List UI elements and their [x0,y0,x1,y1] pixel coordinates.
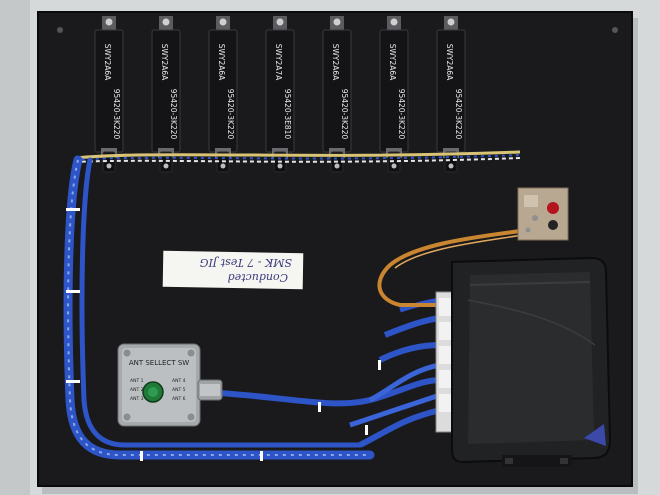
selector-label-right-1: ANT 4 [172,378,186,384]
module-part-number: SWY2A6A [217,44,226,81]
note-line-1: Conducted [228,271,288,284]
clip-screw [277,163,283,169]
module-part-number: SWY2A6A [160,44,169,81]
module-model-number: 95420-3K220 [169,89,178,140]
harness-left-bundle-2 [79,157,363,448]
module-model-number: 95420-3K220 [226,89,235,140]
selector-label-right-2: ANT 5 [172,387,186,393]
note-line-2: SMK - 7 Test JIG [199,256,292,269]
module-screw [276,18,284,26]
clip-screw [391,163,397,169]
orange-wire [377,226,541,307]
board-border [37,11,633,487]
selector-title: ANT SELLECT SW [129,359,189,367]
board-screw [612,27,618,33]
harness-left-bundle [63,155,375,460]
selector-label-left-3: ANT 3 [130,396,144,402]
selector-label-left-2: ANT 2 [130,387,144,393]
selector-label-left-1: ANT 1 [130,378,144,384]
control-unit [451,256,612,467]
unit-bracket [502,455,572,467]
harness-clip [159,151,173,173]
harness-top-white [74,157,521,163]
module-model-number: 95420-3E810 [283,89,292,140]
module-part-number: SWY2A7A [274,44,283,81]
clip-screw [220,163,226,169]
cable-ties [66,208,381,461]
antenna-selector-box: ANT SELLECT SW ANT 1 ANT 2 ANT 3 ANT 4 A… [117,343,223,427]
antenna-modules: SWY2A6A95420-3K220SWY2A6A95420-3K220SWY2… [94,16,466,173]
clip-screw [106,163,112,169]
red-terminal-knob [547,202,559,214]
clip-screw [334,163,340,169]
harness-top-yellow [74,150,521,160]
module-part-number: SWY2A6A [445,44,454,81]
selector-label-right-3: ANT 6 [172,396,186,402]
module-screw [162,18,170,26]
module-model-number: 95420-3K220 [454,89,463,140]
clip-screw [448,163,454,169]
module-part-number: SWY2A6A [331,44,340,81]
module-screw [219,18,227,26]
module-part-number: SWY2A6A [103,44,112,81]
module-screw [390,18,398,26]
module-model-number: 95420-3K220 [340,89,349,140]
power-terminal [517,187,569,241]
module-model-number: 95420-3K220 [112,89,121,140]
unit-blue-label [584,424,606,446]
handwritten-note: Conducted SMK - 7 Test JIG [162,250,304,290]
module-screw [333,18,341,26]
board-screw [57,27,63,33]
wall-edge [0,0,30,495]
module-screw [447,18,455,26]
module-screw [105,18,113,26]
module-part-number: SWY2A6A [388,44,397,81]
clip-screw [163,163,169,169]
harness-top-blue [74,154,521,161]
module-model-number: 95420-3K220 [397,89,406,140]
